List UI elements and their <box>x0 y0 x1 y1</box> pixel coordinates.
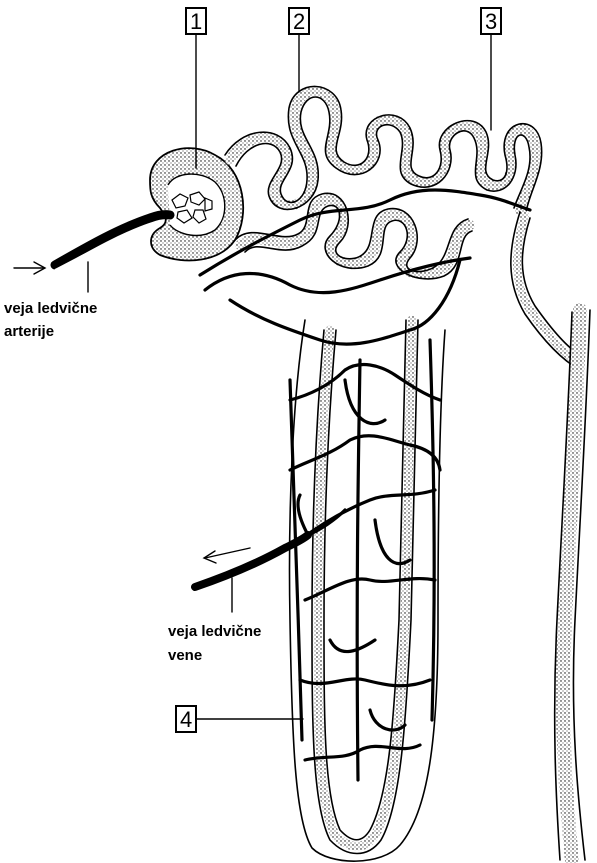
artery-label-line2: arterije <box>4 323 54 340</box>
callout-4: 4 <box>176 706 303 732</box>
collecting-duct <box>511 212 590 860</box>
convoluted-tubules <box>225 86 542 278</box>
callout-3-number: 3 <box>485 9 497 34</box>
callout-1-number: 1 <box>190 9 202 34</box>
callout-3: 3 <box>481 8 501 130</box>
callout-4-number: 4 <box>180 707 192 732</box>
callout-2: 2 <box>289 8 309 92</box>
artery-label-line1: veja ledvične <box>4 300 97 317</box>
vein-label-line2: vene <box>168 647 202 664</box>
artery-inflow-arrow <box>14 262 45 274</box>
capillary-network <box>200 190 530 780</box>
vein-outflow-arrow <box>204 548 250 563</box>
vein-label-line1: veja ledvične <box>168 623 261 640</box>
loop-of-henle <box>290 320 445 861</box>
callout-2-number: 2 <box>293 9 305 34</box>
callout-1: 1 <box>186 8 206 168</box>
